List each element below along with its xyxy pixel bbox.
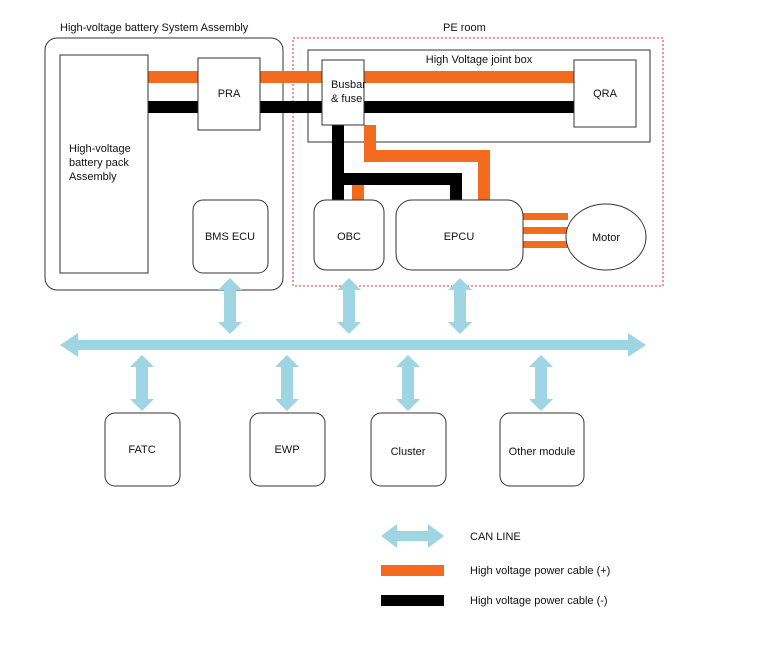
busbar-label-2: & fuse [331,93,362,105]
legend-hv-minus-label: High voltage power cable (-) [470,595,608,607]
bms-ecu-label: BMS ECU [205,231,255,243]
can-link-cluster [396,355,420,411]
hv-plus-cables [148,71,574,248]
epcu-label: EPCU [444,231,475,243]
cable-plus-to-epcu [478,150,490,200]
motor-phase-2 [523,227,568,234]
ewp-label: EWP [274,444,299,456]
joint-box [307,49,651,143]
qra-label: QRA [593,88,618,100]
legend-can-swatch [381,524,444,548]
legend-hv-minus-swatch [381,595,444,606]
motor-label: Motor [592,232,620,244]
qra-box [573,59,637,128]
cable-minus-to-epcu [450,173,462,200]
can-link-bms [218,278,242,334]
hv-minus-cables [148,101,574,205]
cable-plus-branch-horizontal [364,150,490,162]
obc-label: OBC [337,231,361,243]
busbar-label-1: Busbar [331,79,366,91]
epcu-box [395,199,524,271]
battery-pack-label-2: battery pack [69,157,129,169]
can-bus-line [60,333,646,357]
bms-ecu-box [192,199,269,274]
cable-plus-pack-pra [148,71,198,83]
battery-pack-label-1: High-voltage [69,143,131,155]
other-module-box [499,412,585,487]
pe-room-title: PE room [443,22,486,34]
cable-plus-branch-down [364,125,376,150]
cable-minus-pra-busbar [260,101,322,113]
legend-hv-plus-swatch [381,565,444,576]
legend: CAN LINE High voltage power cable (+) Hi… [381,524,610,607]
cable-minus-pack-pra [148,101,198,113]
can-link-obc [337,278,361,334]
legend-hv-plus-label: High voltage power cable (+) [470,565,610,577]
legend-can-label: CAN LINE [470,531,521,543]
other-module-label: Other module [509,446,576,458]
battery-pack-label-3: Assembly [69,171,117,183]
fatc-box [104,412,181,487]
can-link-ewp [275,355,299,411]
battery-pack-box [59,54,149,274]
pra-label: PRA [218,88,241,100]
pe-room-box [292,37,664,287]
busbar-box [321,59,365,126]
joint-box-title: High Voltage joint box [426,54,533,66]
obc-box [313,199,385,271]
can-link-fatc [130,355,154,411]
motor-phase-3 [523,241,568,248]
can-link-other-module [529,355,553,411]
cable-minus-horizontal [332,173,462,185]
can-link-epcu [448,278,472,334]
cluster-box [370,412,447,487]
battery-assembly-title: High-voltage battery System Assembly [60,22,249,34]
pra-box [197,57,261,131]
fatc-label: FATC [128,444,155,456]
cable-minus-busbar-qra [364,101,574,113]
cable-plus-busbar-qra [364,71,574,83]
cable-minus-to-obc [332,125,344,205]
ewp-box [249,412,326,487]
motor-shape [565,203,647,271]
cable-plus-pra-busbar [260,71,322,83]
cluster-label: Cluster [391,446,426,458]
motor-phase-1 [523,213,568,220]
